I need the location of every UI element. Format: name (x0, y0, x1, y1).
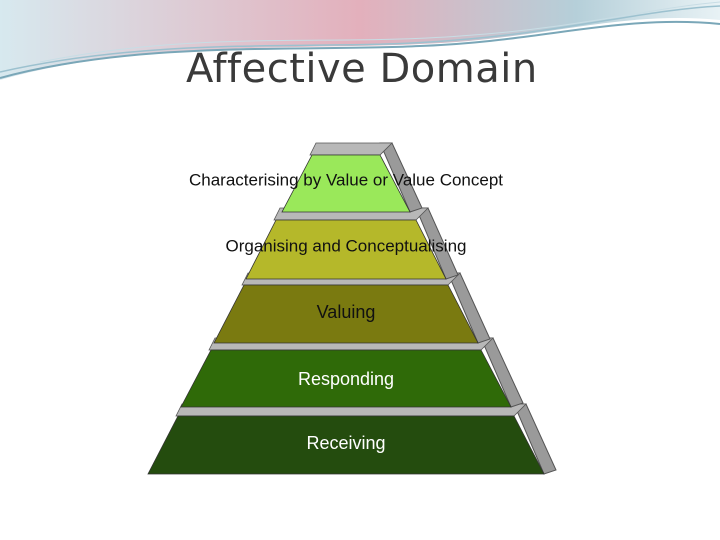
pyramid-tier-receiving (147, 403, 557, 475)
tier-label-organising: Organising and Conceptualising (226, 236, 467, 255)
tier-label-receiving: Receiving (306, 433, 385, 453)
decorative-banner (0, 0, 720, 80)
tier-face-characterising (281, 154, 411, 213)
tier-label-valuing: Valuing (317, 302, 376, 322)
tier-face-organising (245, 219, 447, 280)
tier-face-valuing (213, 284, 479, 344)
tier-cap-characterising (309, 142, 393, 156)
redaction-box-top (103, 105, 275, 143)
pyramid-tier-characterising (281, 142, 423, 213)
tier-label-responding: Responding (298, 369, 394, 389)
tier-face-receiving (147, 415, 545, 475)
slide-title: Affective Domain (186, 46, 538, 92)
tier-label-characterising: Characterising by Value or Value Concept (189, 170, 503, 189)
redaction-box-bottom (578, 512, 626, 540)
tier-face-responding (180, 349, 512, 408)
